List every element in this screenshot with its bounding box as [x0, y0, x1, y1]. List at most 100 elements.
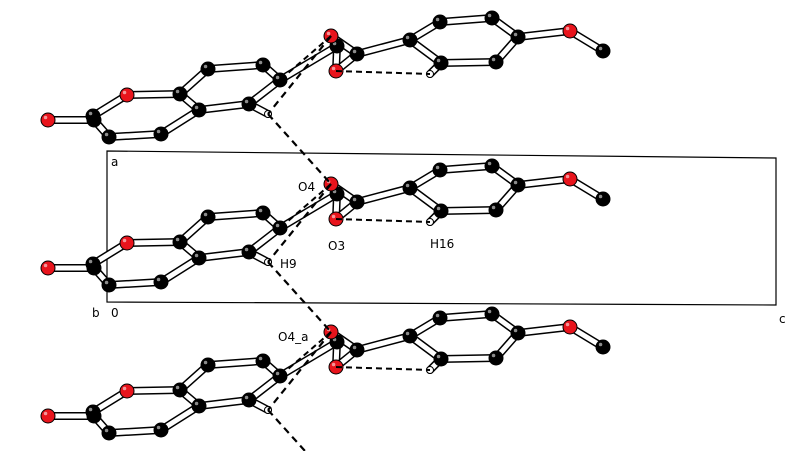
bond — [438, 59, 499, 66]
atom-label-h9: H9 — [280, 257, 297, 271]
atom-cr1 — [101, 425, 117, 441]
bond — [106, 427, 164, 436]
atom-highlight — [43, 263, 48, 268]
atom-cq4 — [488, 350, 504, 366]
atom-highlight — [122, 238, 127, 243]
atom-highlight — [513, 32, 518, 37]
atom-cq1 — [432, 310, 448, 326]
atom-highlight — [122, 386, 127, 391]
atom-highlight — [258, 60, 263, 65]
atom-cq2 — [484, 306, 500, 322]
hydrogen-bonds-layer — [267, 35, 431, 451]
atom-highlight — [435, 313, 440, 318]
atom-highlight — [104, 280, 109, 285]
hydrogen-bond-chain — [267, 331, 332, 411]
atom-cr2 — [85, 256, 101, 272]
atom-highlight — [258, 208, 263, 213]
bond — [437, 15, 495, 25]
atom-highlight — [436, 206, 441, 211]
hydrogen-bond-intra — [335, 70, 431, 75]
hydrogen-bond-chain — [267, 409, 306, 451]
atom-highlight — [598, 194, 603, 199]
atom-or — [119, 235, 135, 251]
atom-highlight — [405, 183, 410, 188]
hydrogen-bond-intra — [279, 35, 332, 81]
atom-highlight — [435, 17, 440, 22]
atom-highlight — [194, 105, 199, 110]
atom-highlight — [565, 322, 570, 327]
atom-cq2 — [484, 158, 500, 174]
atom-cq1 — [432, 14, 448, 30]
bond — [438, 355, 499, 362]
atom-ct1 — [200, 357, 216, 373]
atom-or — [119, 383, 135, 399]
atom-or — [119, 87, 135, 103]
atom-highlight — [156, 129, 161, 134]
atom-om — [562, 23, 578, 39]
bond — [277, 191, 340, 231]
atom-cb — [241, 392, 257, 408]
atom-highlight — [194, 253, 199, 258]
atom-cj1 — [172, 234, 188, 250]
atom-highlight — [487, 161, 492, 166]
atom-cr3 — [153, 422, 169, 438]
atom-cr2 — [85, 404, 101, 420]
bond — [106, 131, 164, 140]
atom-cq1 — [432, 162, 448, 178]
atom-cm — [595, 43, 611, 59]
atom-highlight — [88, 407, 93, 412]
atom-highlight — [43, 115, 48, 120]
bond — [205, 358, 266, 368]
molecule-copy-1 — [40, 10, 611, 145]
atom-cm — [595, 191, 611, 207]
axis-a-label: a — [111, 155, 118, 169]
atom-cj2 — [191, 398, 207, 414]
bond — [196, 249, 252, 261]
bond — [124, 387, 183, 394]
bond — [354, 185, 413, 205]
atom-highlight — [156, 425, 161, 430]
bond — [515, 176, 573, 188]
atom-cj2 — [191, 250, 207, 266]
hydrogen-bond-intra — [279, 331, 332, 377]
atom-highlight — [156, 277, 161, 282]
atom-cq3 — [510, 325, 526, 341]
atom-highlight — [487, 309, 492, 314]
atom-ct1 — [200, 209, 216, 225]
atom-highlight — [491, 205, 496, 210]
atom-cq5 — [433, 203, 449, 219]
atom-cq3 — [510, 29, 526, 45]
atom-highlight — [244, 247, 249, 252]
atom-highlight — [331, 362, 336, 367]
atom-highlight — [275, 75, 280, 80]
atom-highlight — [598, 342, 603, 347]
atom-cq5 — [433, 351, 449, 367]
hydrogen-bond-intra — [335, 218, 431, 223]
hydrogen-bond-chain — [267, 261, 332, 333]
hydrogen-bond-intra — [279, 183, 332, 229]
bond — [196, 397, 252, 409]
bond — [196, 101, 252, 113]
atom-highlight — [203, 360, 208, 365]
atom-cj1 — [172, 382, 188, 398]
atom-highlight — [104, 132, 109, 137]
atom-cr1 — [101, 129, 117, 145]
atom-cq2 — [484, 10, 500, 26]
atom-cp — [349, 342, 365, 358]
atom-cp2 — [402, 32, 418, 48]
atom-cq5 — [433, 55, 449, 71]
molecule-copy-3 — [40, 306, 611, 441]
atom-cr3 — [153, 274, 169, 290]
atom-highlight — [275, 223, 280, 228]
atom-cb — [241, 244, 257, 260]
atom-highlight — [244, 99, 249, 104]
atom-highlight — [491, 57, 496, 62]
atom-cj2 — [191, 102, 207, 118]
atom-highlight — [88, 259, 93, 264]
atom-highlight — [565, 174, 570, 179]
atom-highlight — [436, 354, 441, 359]
bond — [205, 210, 266, 220]
atom-ct1 — [200, 61, 216, 77]
